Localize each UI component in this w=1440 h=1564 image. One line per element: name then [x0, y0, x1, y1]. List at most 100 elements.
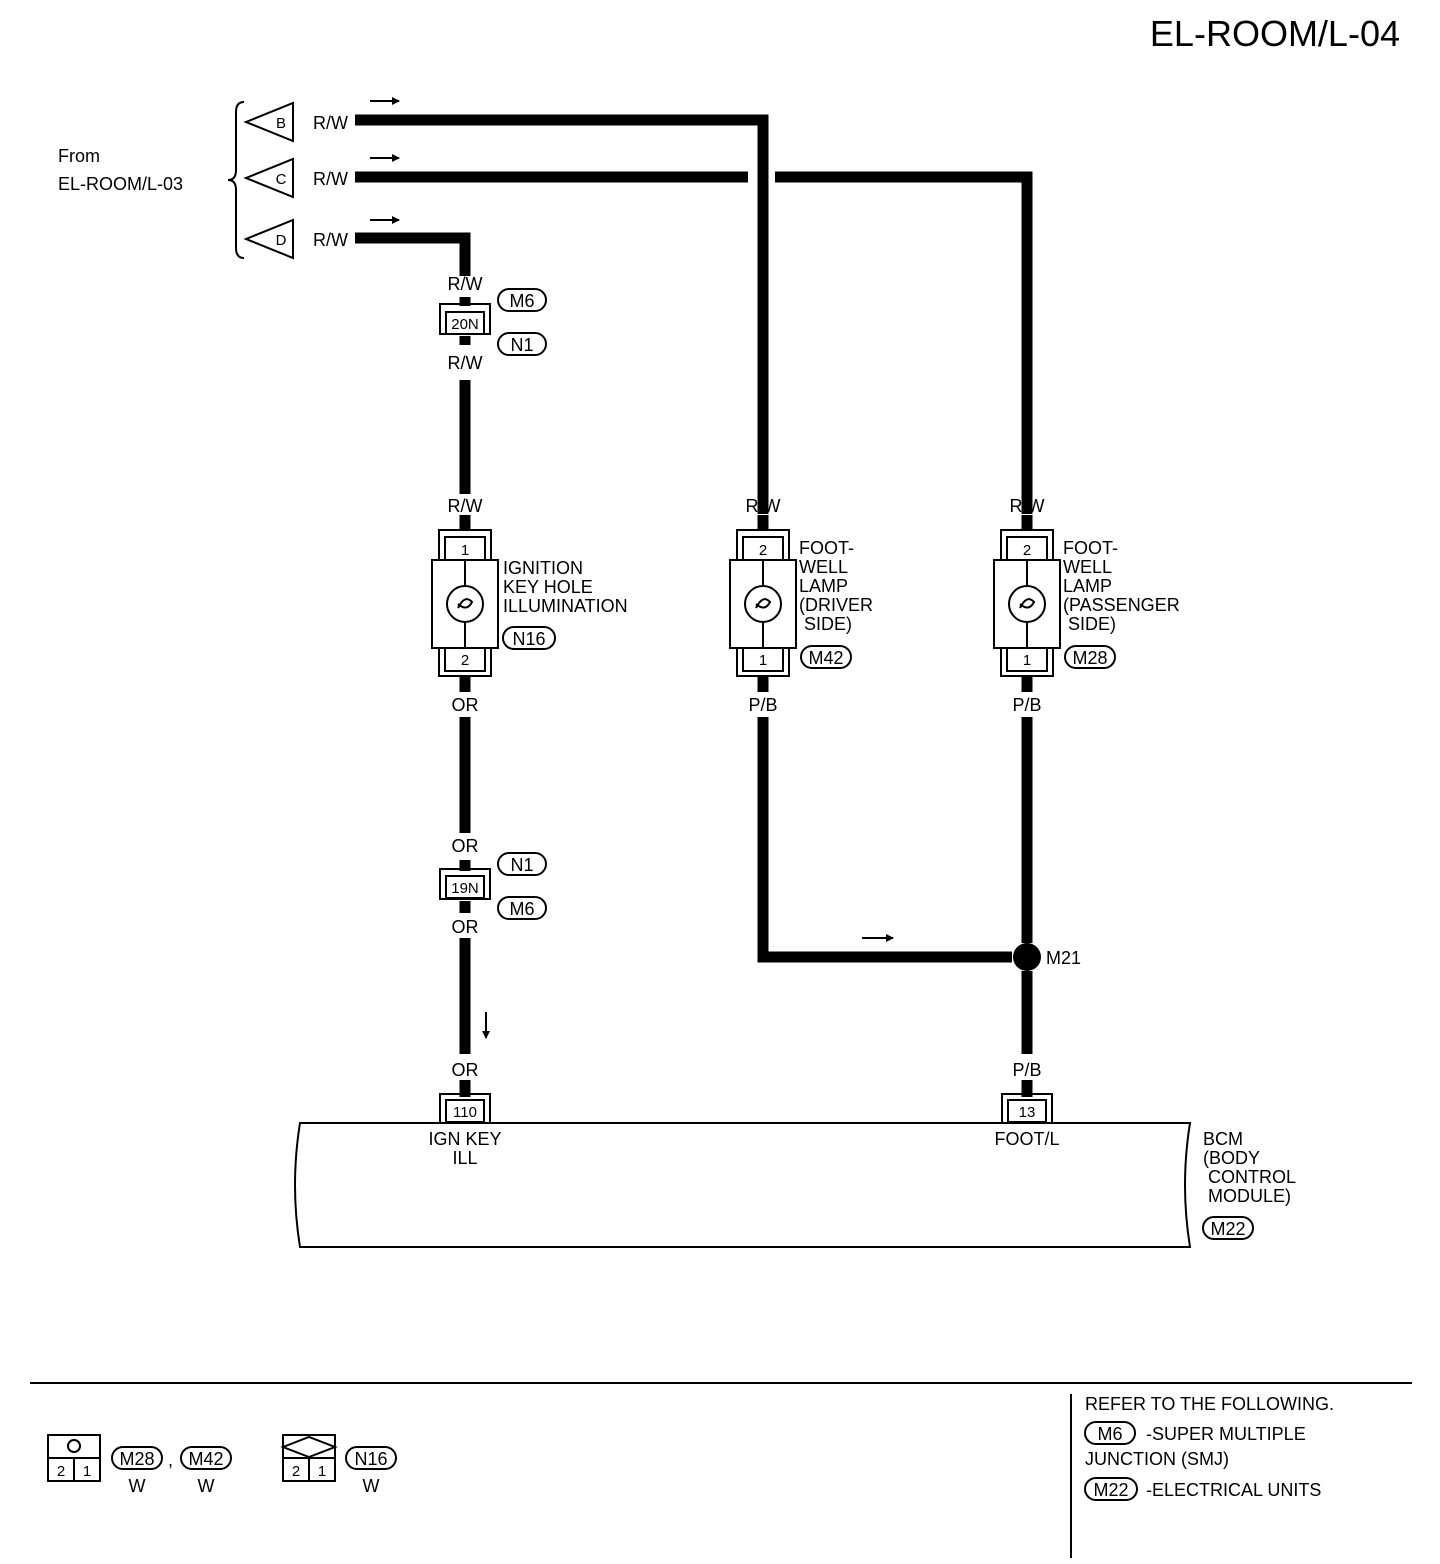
- bcm-pin-name: ILL: [452, 1148, 477, 1168]
- pin-number: 1: [461, 542, 469, 559]
- connector-tag-text: M22: [1093, 1480, 1128, 1500]
- bcm-body: [294, 1122, 1192, 1248]
- connector-tag-text: M28: [119, 1449, 154, 1469]
- component-name-line: IGNITION: [503, 558, 583, 578]
- pin-number: 2: [1023, 542, 1031, 559]
- source-input-letter: D: [276, 232, 287, 249]
- wires: [355, 114, 1033, 1097]
- connector-tag-text: N1: [510, 855, 533, 875]
- bcm-name-line: BCM: [1203, 1129, 1243, 1149]
- wire-color-label: OR: [452, 836, 479, 856]
- component-name-line: SIDE): [1063, 614, 1116, 634]
- connector-tag: [502, 626, 556, 650]
- bcm-module: OR 110 P/B 13 IGN KEY ILL FOOT/L BCM (BO…: [294, 1060, 1296, 1248]
- source-block: From EL-ROOM/L-03 B R/W C R/W D R/W: [58, 101, 348, 260]
- joint-connector-number: 20N: [451, 316, 479, 333]
- pin-number: 2: [461, 652, 469, 669]
- wire-color-label: R/W: [448, 353, 483, 373]
- connector-tag-text: M6: [1097, 1424, 1122, 1444]
- wire-color-label: R/W: [448, 274, 483, 294]
- source-input-letter: C: [276, 171, 287, 188]
- connector-tag-text: M22: [1210, 1219, 1245, 1239]
- connector-tag: [497, 332, 547, 356]
- connector-face-icon: [67, 1439, 81, 1453]
- splice-node: [1013, 943, 1041, 971]
- connector-legend-lamp: 2 1 M28 , M42 W W: [47, 1434, 232, 1496]
- connector-legend-ignition: 2 1 N16 W: [280, 1434, 397, 1496]
- connector-tag: [497, 288, 547, 312]
- refer-heading: REFER TO THE FOLLOWING.: [1085, 1394, 1334, 1414]
- connector-tag: [497, 896, 547, 920]
- connector-color: W: [129, 1476, 146, 1496]
- component-name-line: KEY HOLE: [503, 577, 593, 597]
- component-name-line: ILLUMINATION: [503, 596, 628, 616]
- connector-tag: [497, 852, 547, 876]
- wire-color-label: OR: [452, 1060, 479, 1080]
- source-input-b: B R/W: [243, 101, 348, 143]
- component-ignition-key-hole-illumination: R/W 1 2 OR IGNITION KEY HOLE ILLUMINATIO…: [431, 496, 628, 715]
- wire-color-label: R/W: [1010, 496, 1045, 516]
- source-input-letter: B: [276, 115, 286, 132]
- bcm-pin-number: 13: [1019, 1104, 1036, 1121]
- connector-tag: [345, 1446, 397, 1470]
- component-foot-well-lamp-passenger: R/W 2 1 P/B FOOT- WELL LAMP (PASSENGER S…: [993, 496, 1180, 715]
- legend-pin: 2: [292, 1463, 300, 1480]
- connector-tag: [1084, 1477, 1138, 1501]
- bcm-name-line: (BODY: [1203, 1148, 1260, 1168]
- connector-tag: [1202, 1216, 1254, 1240]
- component-foot-well-lamp-driver: R/W 2 1 P/B FOOT- WELL LAMP (DRIVER SIDE…: [729, 496, 873, 715]
- lamp-bulb-icon: [1008, 585, 1046, 623]
- component-name-line: FOOT-: [799, 538, 854, 558]
- wire-color-label: R/W: [448, 496, 483, 516]
- legend-pin: 1: [318, 1463, 326, 1480]
- legend-pin: 2: [57, 1463, 65, 1480]
- component-name-line: FOOT-: [1063, 538, 1118, 558]
- connector-color: W: [198, 1476, 215, 1496]
- pin-number: 2: [759, 542, 767, 559]
- source-label-from: From: [58, 146, 100, 166]
- wire-d: [355, 232, 471, 276]
- refer-item-text: -ELECTRICAL UNITS: [1146, 1480, 1321, 1500]
- connector-tag: [1064, 645, 1116, 669]
- wire-color-label: P/B: [1012, 695, 1041, 715]
- connector-tag-text: M28: [1072, 648, 1107, 668]
- joint-connector-number: 19N: [451, 880, 479, 897]
- bcm-name-line: CONTROL: [1203, 1167, 1296, 1187]
- bcm-pin-number: 110: [453, 1104, 477, 1121]
- joint-connector-top: R/W 20N R/W M6 N1: [439, 274, 547, 373]
- wire-color-label: OR: [452, 695, 479, 715]
- connector-tag: [111, 1446, 163, 1470]
- source-input-wire: R/W: [313, 230, 348, 250]
- diagram-title: EL-ROOM/L-04: [1150, 13, 1400, 54]
- component-name-line: (DRIVER: [799, 595, 873, 615]
- wire-color-label: OR: [452, 917, 479, 937]
- bcm-name-line: MODULE): [1203, 1186, 1291, 1206]
- connector-tag: [800, 645, 852, 669]
- connector-tag-text: N16: [512, 629, 545, 649]
- lamp-bulb-icon: [744, 585, 782, 623]
- connector-tag-text: M42: [808, 648, 843, 668]
- wire-c-right: [775, 171, 1033, 514]
- component-name-line: WELL: [1063, 557, 1112, 577]
- wire-color-label: P/B: [748, 695, 777, 715]
- connector-tag-text: M6: [509, 899, 534, 919]
- wire-driver-return: [757, 717, 1012, 963]
- connector-tag: [1084, 1421, 1136, 1445]
- source-input-d: D R/W: [243, 218, 348, 260]
- legend-pin: 1: [83, 1463, 91, 1480]
- connector-tag: [180, 1446, 232, 1470]
- wire-color-label: P/B: [1012, 1060, 1041, 1080]
- source-input-wire: R/W: [313, 169, 348, 189]
- source-input-wire: R/W: [313, 113, 348, 133]
- legend-separator: ,: [168, 1450, 173, 1470]
- refer-item-text: JUNCTION (SMJ): [1085, 1449, 1229, 1469]
- source-label-page: EL-ROOM/L-03: [58, 174, 183, 194]
- lamp-bulb-icon: [446, 585, 484, 623]
- component-name-line: WELL: [799, 557, 848, 577]
- connector-tag-text: N1: [510, 335, 533, 355]
- pin-number: 1: [1023, 652, 1031, 669]
- source-input-c: C R/W: [243, 157, 348, 199]
- component-name-line: LAMP: [799, 576, 848, 596]
- connector-tag-text: N16: [354, 1449, 387, 1469]
